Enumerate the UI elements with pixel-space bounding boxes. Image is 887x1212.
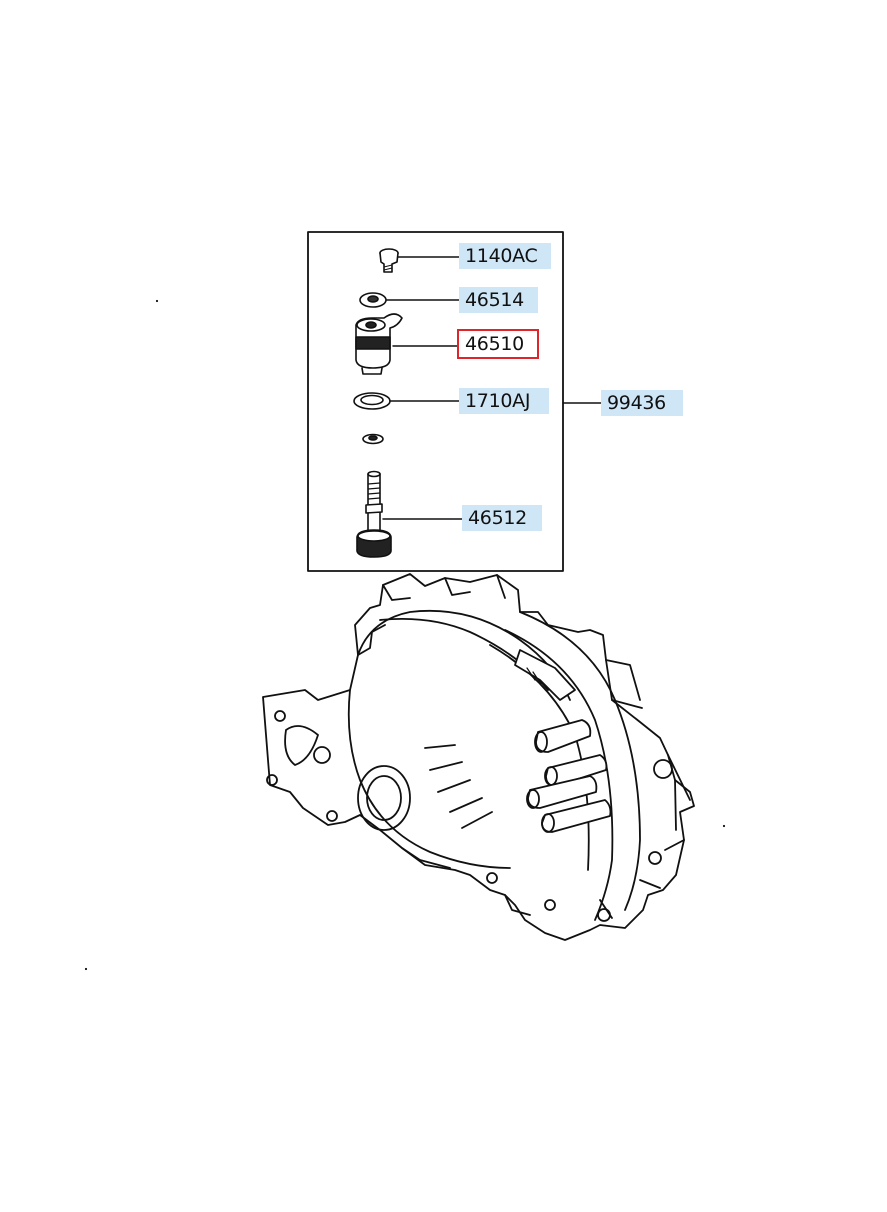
specks — [84, 299, 726, 971]
washer-part — [359, 292, 387, 308]
leader-lines — [382, 256, 603, 520]
part-label-99436[interactable]: 99436 — [601, 390, 683, 416]
bolt-part — [379, 248, 399, 273]
part-label-46510-selected[interactable]: 46510 — [457, 329, 539, 359]
kit-box — [307, 231, 564, 572]
o-ring-part — [353, 392, 391, 410]
part-label-46514[interactable]: 46514 — [459, 287, 538, 313]
transmission-case — [262, 573, 695, 941]
gear-shaft-part — [356, 470, 392, 558]
part-label-1140ac[interactable]: 1140AC — [459, 243, 551, 269]
sleeve-part — [355, 313, 403, 375]
part-label-1710aj[interactable]: 1710AJ — [459, 388, 549, 414]
clip-part — [362, 433, 384, 445]
part-label-46512[interactable]: 46512 — [462, 505, 542, 531]
